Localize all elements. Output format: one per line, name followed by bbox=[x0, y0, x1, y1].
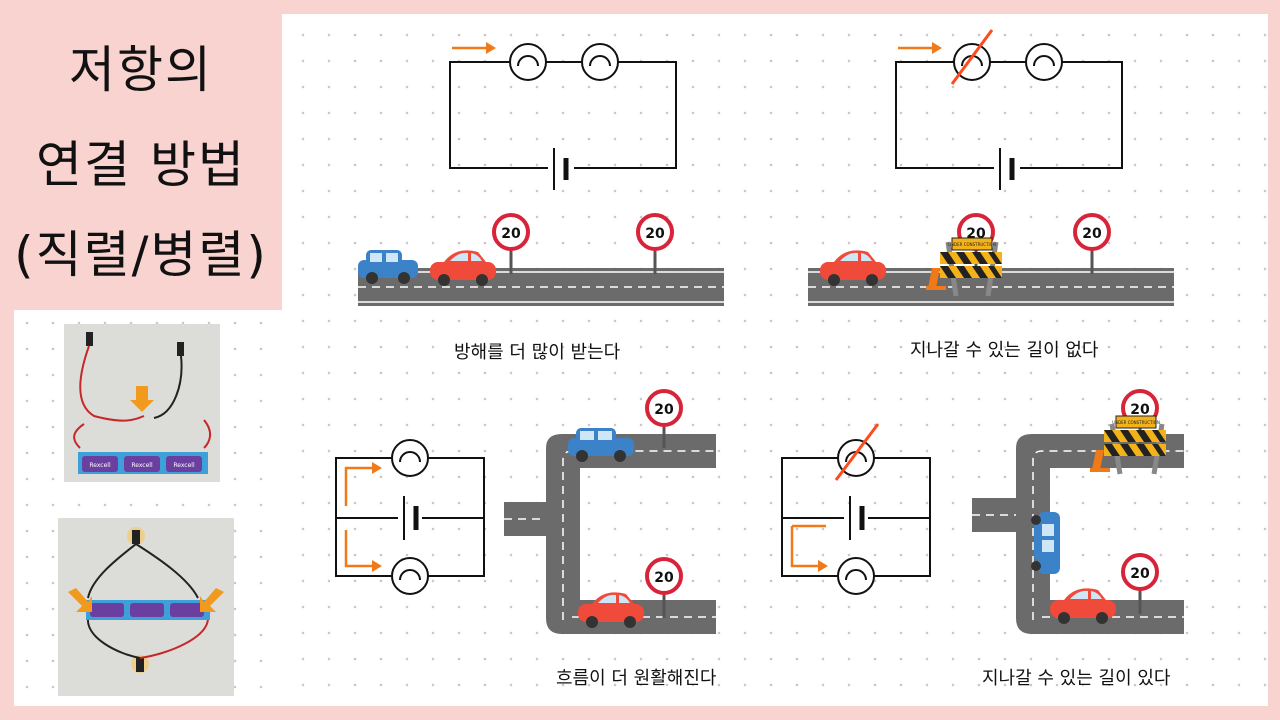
diagram-panel bbox=[282, 14, 1268, 706]
parallel-broken-circuit-diagram bbox=[781, 423, 931, 595]
red-car-icon bbox=[578, 592, 644, 628]
photo-column: Rexcell Rexcell Rexcell bbox=[14, 310, 282, 706]
bulb-icon bbox=[1025, 43, 1063, 81]
parallel-circuit-photo bbox=[58, 518, 234, 696]
forked-road-blocked-scene: 20 20 UNDER CONSTRUCTION bbox=[972, 389, 1184, 634]
speed-limit-sign-icon bbox=[645, 557, 683, 595]
svg-text:20: 20 bbox=[654, 570, 674, 586]
blue-car-icon bbox=[568, 428, 634, 462]
construction-barrier-icon: UNDER CONSTRUCTION bbox=[926, 237, 1002, 297]
red-car-icon bbox=[430, 250, 496, 286]
orange-arrow-left-icon bbox=[200, 588, 224, 612]
bulb-icon bbox=[581, 43, 619, 81]
red-car-icon bbox=[1050, 588, 1116, 624]
broken-cross-icon bbox=[950, 29, 994, 85]
speed-limit-sign-icon bbox=[645, 389, 683, 427]
speed-limit-sign-icon bbox=[1073, 213, 1111, 251]
current-arrow-icon bbox=[486, 42, 496, 54]
svg-text:20: 20 bbox=[501, 226, 521, 242]
current-arrow-icon bbox=[932, 42, 942, 54]
svg-text:20: 20 bbox=[645, 226, 665, 242]
svg-text:Rexcell: Rexcell bbox=[89, 462, 111, 469]
straight-road-scene: 20 20 bbox=[358, 213, 724, 306]
series-circuit-illustration: Rexcell Rexcell Rexcell bbox=[64, 324, 220, 482]
svg-text:20: 20 bbox=[1130, 566, 1150, 582]
caption-series-broken: 지나갈 수 있는 길이 없다 bbox=[910, 340, 1099, 361]
svg-text:20: 20 bbox=[654, 402, 674, 418]
bulb-icon bbox=[509, 43, 547, 81]
speed-limit-sign-icon bbox=[636, 213, 674, 251]
title-block: 저항의 연결 방법 (직렬/병렬) bbox=[0, 0, 282, 310]
blocked-road-scene: 20 20 UNDER CONSTRUCTION bbox=[808, 213, 1174, 306]
bulb-icon bbox=[391, 557, 429, 595]
svg-text:20: 20 bbox=[1082, 226, 1102, 242]
orange-arrow-down-icon bbox=[130, 386, 154, 412]
series-circuit-photo: Rexcell Rexcell Rexcell bbox=[64, 324, 220, 482]
speed-limit-sign-icon bbox=[1121, 553, 1159, 591]
current-arrow-icon bbox=[372, 560, 382, 572]
red-car-icon bbox=[820, 250, 886, 286]
broken-cross-icon bbox=[834, 423, 880, 481]
svg-text:Rexcell: Rexcell bbox=[173, 462, 195, 469]
caption-parallel-normal: 흐름이 더 원활해진다 bbox=[556, 668, 717, 689]
speed-limit-sign-icon bbox=[492, 213, 530, 251]
blue-car-icon bbox=[358, 250, 418, 284]
svg-text:UNDER CONSTRUCTION: UNDER CONSTRUCTION bbox=[948, 242, 996, 247]
blue-car-icon bbox=[1031, 512, 1060, 574]
forked-road-scene: 20 20 bbox=[504, 389, 716, 634]
current-arrow-icon bbox=[818, 560, 828, 572]
svg-text:20: 20 bbox=[1130, 402, 1150, 418]
orange-arrow-right-icon bbox=[68, 588, 92, 612]
title-line-3: (직렬/병렬) bbox=[14, 226, 268, 284]
series-circuit-diagram bbox=[449, 42, 677, 190]
parallel-circuit-illustration bbox=[58, 518, 234, 696]
title-line-2: 연결 방법 bbox=[36, 136, 246, 194]
series-broken-circuit-diagram bbox=[895, 29, 1123, 190]
current-arrow-icon bbox=[372, 462, 382, 474]
parallel-circuit-diagram bbox=[335, 439, 485, 595]
caption-series-normal: 방해를 더 많이 받는다 bbox=[454, 342, 621, 363]
bulb-icon bbox=[837, 557, 875, 595]
svg-text:UNDER CONSTRUCTION: UNDER CONSTRUCTION bbox=[1112, 420, 1160, 425]
title-line-1: 저항의 bbox=[69, 41, 213, 99]
caption-parallel-broken: 지나갈 수 있는 길이 있다 bbox=[982, 668, 1171, 689]
construction-barrier-icon: UNDER CONSTRUCTION bbox=[1090, 415, 1166, 475]
bulb-icon bbox=[391, 439, 429, 477]
svg-text:Rexcell: Rexcell bbox=[131, 462, 153, 469]
